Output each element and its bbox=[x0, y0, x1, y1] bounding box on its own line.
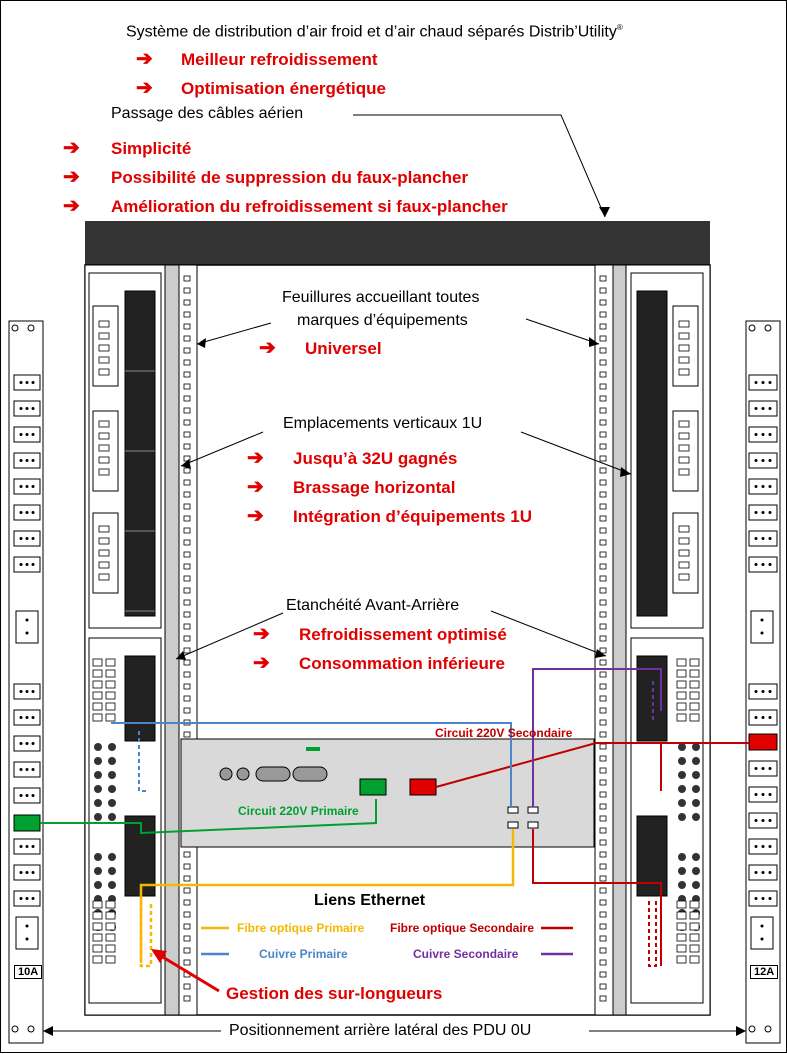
cable-copper-primary bbox=[111, 722, 512, 807]
overlength-label: Gestion des sur-longueurs bbox=[226, 984, 443, 1003]
seal-label: Etanchéité Avant-Arrière bbox=[286, 597, 460, 614]
red-arrow-icon: ➔ bbox=[63, 195, 80, 217]
left-rails bbox=[164, 264, 198, 1016]
cable-primary-power bbox=[40, 799, 377, 835]
pdu-position-label: Positionnement arrière latéral des PDU 0… bbox=[229, 1022, 532, 1039]
right-upper-vent bbox=[636, 290, 668, 617]
red-arrow-icon: ➔ bbox=[247, 476, 264, 498]
red-arrow-icon: ➔ bbox=[63, 166, 80, 188]
page-title: Système de distribution d’air froid et d… bbox=[126, 23, 623, 41]
legend-copper-primary: Cuivre Primaire bbox=[259, 947, 348, 961]
benefit-top-1: Meilleur refroidissement bbox=[181, 50, 378, 69]
benefit-cable-3: Amélioration du refroidissement si faux-… bbox=[111, 197, 508, 216]
red-arrow-icon: ➔ bbox=[247, 447, 264, 469]
rebates-label-2: marques d’équipements bbox=[297, 312, 468, 329]
red-arrow-icon: ➔ bbox=[136, 48, 153, 70]
rebates-label-1: Feuillures accueillant toutes bbox=[282, 289, 480, 306]
red-arrow-icon: ➔ bbox=[253, 623, 270, 645]
right-rails bbox=[594, 264, 627, 1016]
vertical-benefit-2: Brassage horizontal bbox=[293, 478, 456, 497]
vertical-label: Emplacements verticaux 1U bbox=[283, 415, 483, 432]
circuit-primary-label: Circuit 220V Primaire bbox=[238, 804, 359, 818]
cable-fiber-secondary bbox=[532, 829, 662, 966]
secondary-socket bbox=[409, 778, 437, 796]
rebates-benefit: Universel bbox=[305, 339, 382, 358]
pdu-left-label: 10A bbox=[14, 965, 43, 979]
circuit-secondary-label: Circuit 220V Secondaire bbox=[435, 726, 573, 740]
ethernet-title: Liens Ethernet bbox=[314, 892, 426, 909]
legend-fiber-primary: Fibre optique Primaire bbox=[237, 921, 365, 935]
benefit-cable-1: Simplicité bbox=[111, 139, 192, 158]
red-arrow-icon: ➔ bbox=[247, 505, 264, 527]
cable-label: Passage des câbles aérien bbox=[111, 105, 304, 122]
rack-top-duct bbox=[85, 221, 710, 265]
red-arrow-icon: ➔ bbox=[253, 652, 270, 674]
pdu-right-label: 12A bbox=[750, 965, 779, 979]
left-upper-vent bbox=[124, 290, 156, 617]
benefit-top-2: Optimisation énergétique bbox=[181, 79, 386, 98]
red-arrow-icon: ➔ bbox=[63, 137, 80, 159]
legend-copper-secondary: Cuivre Secondaire bbox=[413, 947, 519, 961]
vertical-benefit-1: Jusqu’à 32U gagnés bbox=[293, 449, 458, 468]
cable-copper-secondary bbox=[532, 668, 662, 807]
red-arrow-icon: ➔ bbox=[136, 77, 153, 99]
legend-fiber-secondary: Fibre optique Secondaire bbox=[390, 921, 535, 935]
benefit-cable-2: Possibilité de suppression du faux-planc… bbox=[111, 168, 469, 187]
seal-benefit-2: Consommation inférieure bbox=[299, 654, 505, 673]
seal-benefit-1: Refroidissement optimisé bbox=[299, 625, 507, 644]
primary-socket bbox=[359, 778, 387, 796]
vertical-benefit-3: Intégration d’équipements 1U bbox=[293, 507, 532, 526]
red-arrow-icon: ➔ bbox=[259, 337, 276, 359]
